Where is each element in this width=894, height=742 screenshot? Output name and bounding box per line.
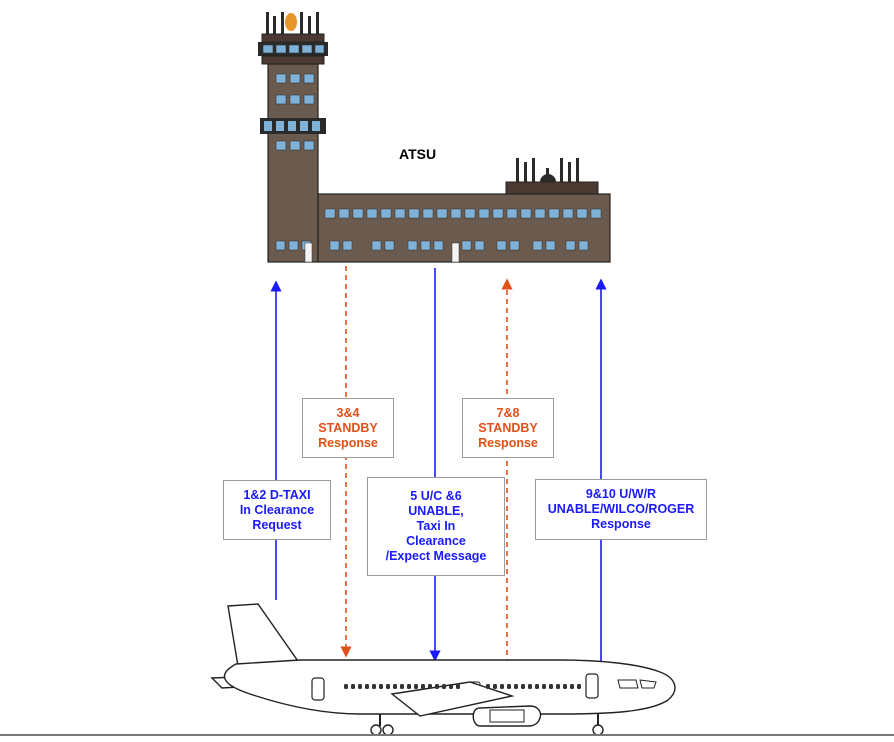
m5-line-1: UNABLE/WILCO/ROGER xyxy=(547,502,695,516)
ground-line xyxy=(0,734,894,736)
m1-line-2: Request xyxy=(252,517,302,532)
passenger-window xyxy=(407,684,411,689)
passenger-window xyxy=(442,684,446,689)
m5-line-0: 9&10 U/W/R xyxy=(585,487,657,501)
passenger-window xyxy=(535,684,539,689)
passenger-window xyxy=(563,684,567,689)
m2-line-1: STANDBY xyxy=(318,420,378,435)
m4-line-1: STANDBY xyxy=(478,420,538,435)
passenger-window xyxy=(486,684,490,689)
m4-line-0: 7&8 xyxy=(496,405,520,420)
passenger-window xyxy=(379,684,383,689)
m4-line-2: Response xyxy=(478,435,538,450)
passenger-window xyxy=(556,684,560,689)
airplane-windows xyxy=(344,684,581,689)
airplane-icon xyxy=(210,603,676,736)
message-box-m3: 5 U/C &6 UNABLE, Taxi In Clearance /Expe… xyxy=(367,477,505,576)
message-box-m5: 9&10 U/W/R UNABLE/WILCO/ROGER Response xyxy=(535,479,707,540)
passenger-window xyxy=(549,684,553,689)
m2-line-2: Response xyxy=(318,435,378,450)
passenger-window xyxy=(528,684,532,689)
passenger-window xyxy=(400,684,404,689)
m5-line-2: Response xyxy=(591,517,651,531)
atsu-label: ATSU xyxy=(399,146,437,162)
passenger-window xyxy=(542,684,546,689)
m1-line-1: In Clearance xyxy=(239,502,315,517)
passenger-window xyxy=(351,684,355,689)
passenger-window xyxy=(372,684,376,689)
passenger-window xyxy=(428,684,432,689)
message-box-m2: 3&4 STANDBY Response xyxy=(302,398,394,458)
m1-line-0: 1&2 D-TAXI xyxy=(243,487,311,502)
passenger-window xyxy=(365,684,369,689)
passenger-window xyxy=(421,684,425,689)
m3-line-2: Taxi In xyxy=(416,519,456,533)
m3-line-1: UNABLE, xyxy=(408,504,464,518)
passenger-window xyxy=(493,684,497,689)
passenger-window xyxy=(435,684,439,689)
passenger-window xyxy=(358,684,362,689)
passenger-window xyxy=(514,684,518,689)
m3-line-0: 5 U/C &6 xyxy=(410,489,462,503)
passenger-window xyxy=(393,684,397,689)
atsu-building-icon xyxy=(258,12,611,263)
passenger-window xyxy=(500,684,504,689)
passenger-window xyxy=(449,684,453,689)
passenger-window xyxy=(570,684,574,689)
passenger-window xyxy=(386,684,390,689)
passenger-window xyxy=(414,684,418,689)
passenger-window xyxy=(456,684,460,689)
passenger-window xyxy=(344,684,348,689)
passenger-window xyxy=(521,684,525,689)
passenger-window xyxy=(577,684,581,689)
passenger-window xyxy=(507,684,511,689)
m3-line-3: Clearance xyxy=(406,534,466,548)
m3-line-4: /Expect Message xyxy=(385,549,487,563)
m2-line-0: 3&4 xyxy=(336,405,360,420)
message-box-m1: 1&2 D-TAXI In Clearance Request xyxy=(223,480,331,540)
message-box-m4: 7&8 STANDBY Response xyxy=(462,398,554,458)
